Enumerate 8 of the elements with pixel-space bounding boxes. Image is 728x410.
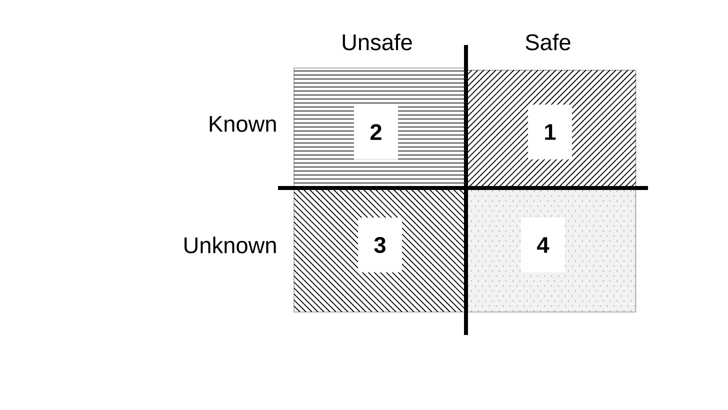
quadrant-box: 3: [293, 187, 467, 313]
axis-label: Safe: [526, 34, 570, 50]
axis-label: Unsafe: [342, 34, 412, 50]
quadrant-box: 2: [293, 67, 467, 189]
axis-label: Known: [210, 116, 276, 132]
axis-label: Unknown: [184, 236, 276, 254]
quadrant-box: 1: [466, 70, 636, 188]
quadrant-box: 4: [466, 187, 636, 313]
